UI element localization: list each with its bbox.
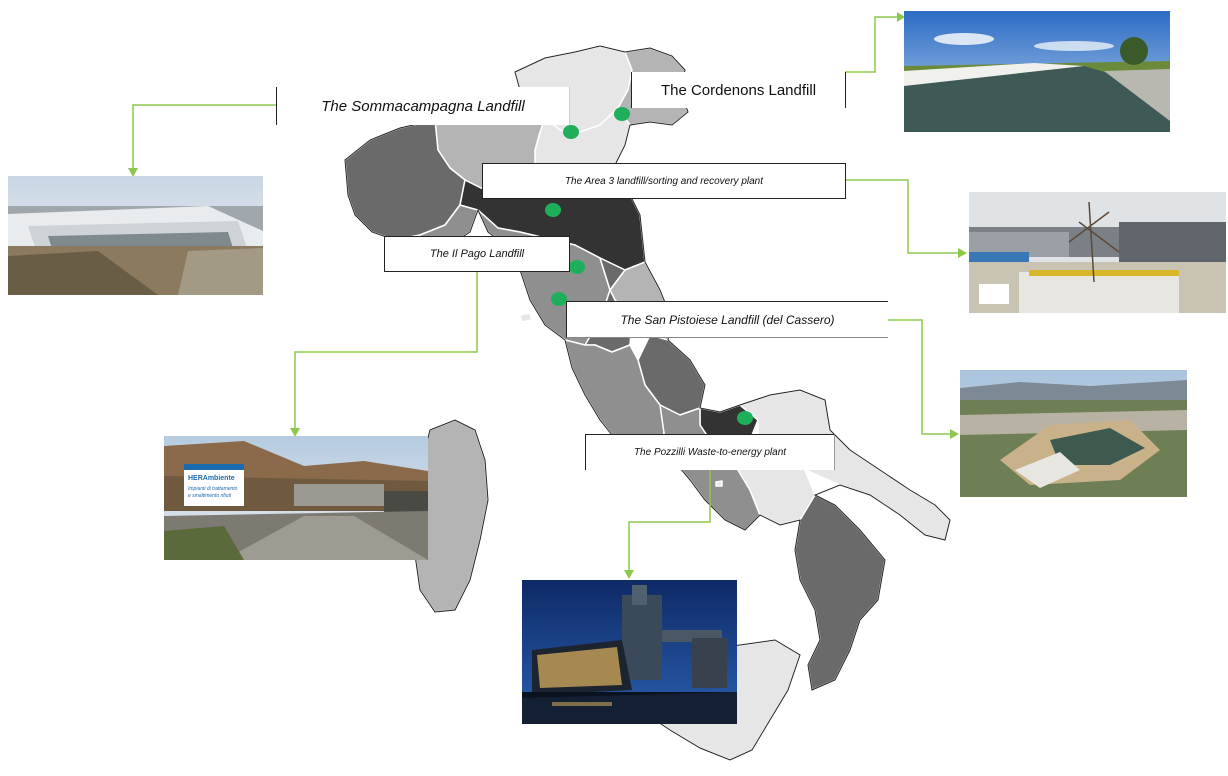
connector-cordenons [845, 16, 900, 73]
connector-pozzilli [628, 470, 711, 572]
region-calabria [794, 494, 886, 691]
label-sommacampagna-text: The Sommacampagna Landfill [321, 97, 525, 115]
marker-sommacampagna[interactable] [563, 125, 579, 139]
connector-ilpago-arrow [290, 428, 300, 437]
label-ilpago: The Il Pago Landfill [384, 236, 570, 272]
connector-sommacampagna-arrow [128, 168, 138, 177]
sign-line1: Impianti di trattamento [188, 486, 238, 492]
marker-ilpago[interactable] [569, 260, 585, 274]
label-pozzilli: The Pozzilli Waste-to-energy plant [585, 434, 835, 470]
sign-brand: HERAmbiente [188, 475, 235, 482]
label-area3-text: The Area 3 landfill/sorting and recovery… [564, 175, 764, 187]
label-sanpistoiese-text: The San Pistoiese Landfill (del Cassero) [620, 312, 835, 327]
waste-to-energy-plant-photo [522, 580, 737, 724]
aerial-landfill-photo [960, 370, 1187, 497]
connector-area3 [845, 179, 960, 254]
connector-sommacampagna [132, 104, 276, 170]
marker-cordenons[interactable] [614, 107, 630, 121]
landfill-basin-photo [8, 176, 263, 295]
label-pozzilli-text: The Pozzilli Waste-to-energy plant [633, 447, 787, 458]
island-capri [715, 480, 723, 487]
label-sommacampagna: The Sommacampagna Landfill [276, 87, 570, 125]
connector-sanpistoiese-arrow [950, 429, 959, 439]
connector-pozzilli-arrow [624, 570, 634, 579]
connector-cordenons-arrow [897, 12, 905, 22]
landfill-entrance-photo: HERAmbiente Impianti di trattamento e sm… [164, 436, 428, 560]
label-area3: The Area 3 landfill/sorting and recovery… [482, 163, 846, 199]
label-sanpistoiese: The San Pistoiese Landfill (del Cassero) [566, 301, 888, 338]
marker-sanpistoiese[interactable] [551, 292, 567, 306]
marker-pozzilli[interactable] [737, 411, 753, 425]
label-cordenons-text: The Cordenons Landfill [660, 81, 817, 99]
connector-area3-arrow [958, 248, 967, 258]
covered-landfill-photo [904, 11, 1170, 132]
island-elba [519, 312, 533, 323]
connector-ilpago [294, 270, 478, 430]
label-cordenons: The Cordenons Landfill [631, 72, 846, 108]
site-markers [545, 107, 753, 425]
sign-line2: e smaltimento rifiuti [188, 493, 232, 499]
recovery-plant-photo [969, 192, 1226, 313]
connector-sanpistoiese [888, 319, 952, 435]
marker-area3[interactable] [545, 203, 561, 217]
connector-lines [128, 12, 967, 579]
label-ilpago-text: The Il Pago Landfill [429, 248, 525, 260]
